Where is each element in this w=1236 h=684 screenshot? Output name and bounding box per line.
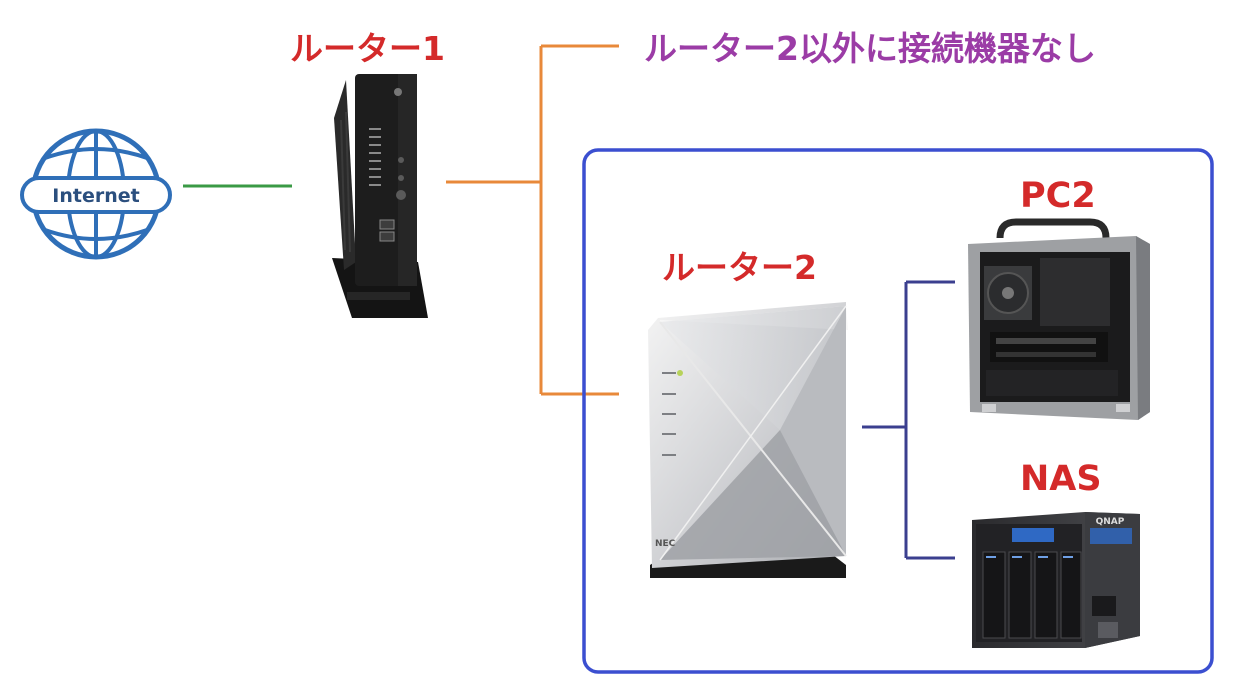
nas-label: NAS [1020, 459, 1102, 499]
pc2-label: PC2 [1020, 176, 1096, 216]
nas-brand: QNAP [1096, 517, 1125, 527]
router1-label: ルーター1 [290, 29, 445, 68]
globe-icon: Internet [20, 128, 172, 260]
pc-case [968, 218, 1150, 420]
router2-device: NEC [648, 302, 848, 578]
nas-device: QNAP [972, 512, 1140, 648]
router2-label: ルーター2 [662, 248, 817, 287]
connection-note: ルーター2以外に接続機器なし [644, 29, 1096, 68]
router1-branch-connector [446, 44, 619, 396]
router2-brand: NEC [655, 539, 676, 549]
router2-branch-connector [862, 280, 955, 560]
internet-label: Internet [52, 185, 139, 207]
lan-frame [582, 148, 1214, 674]
router1-device [332, 74, 428, 318]
